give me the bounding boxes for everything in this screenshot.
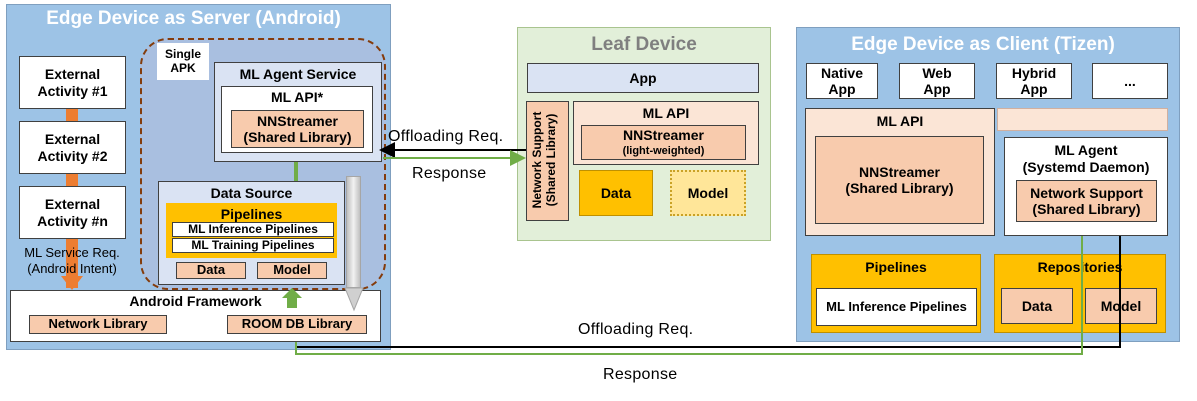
android-framework-label: Android Framework <box>129 293 262 309</box>
client-app-more[interactable]: ... <box>1092 63 1168 99</box>
client-inference-pipelines: ML Inference Pipelines <box>816 288 977 326</box>
server-title: Edge Device as Server (Android) <box>46 8 341 29</box>
external-activity-2[interactable]: External Activity #2 <box>19 121 126 174</box>
client-app-hybrid[interactable]: Hybrid App <box>996 63 1072 99</box>
offloading-bottom-line <box>295 236 1121 348</box>
offloading-bottom-label: Offloading Req. <box>578 321 694 338</box>
server-model: Model <box>257 262 327 279</box>
client-nnstreamer: NNStreamer (Shared Library) <box>815 136 984 224</box>
leaf-network-support <box>526 101 569 221</box>
server-pipelines-label: Pipelines <box>220 206 283 222</box>
ml-agent-service-label: ML Agent Service <box>239 66 357 82</box>
client-data: Data <box>1001 288 1073 324</box>
intent-label: ML Service Req. (Android Intent) <box>24 245 120 276</box>
client-pipelines-label: Pipelines <box>865 259 927 275</box>
response-bottom-label: Response <box>603 366 678 383</box>
green-up-arrow <box>282 288 302 308</box>
leaf-nnstreamer <box>581 125 746 160</box>
leaf-app[interactable]: App <box>527 63 759 93</box>
client-app-native[interactable]: Native App <box>806 63 878 99</box>
client-repositories-label: Repositories <box>1037 259 1123 275</box>
network-library: Network Library <box>29 315 167 334</box>
external-activity-n[interactable]: External Activity #n <box>19 186 126 239</box>
server-data: Data <box>176 262 246 279</box>
grey-down-arrow <box>344 287 364 312</box>
server-nnstreamer: NNStreamer (Shared Library) <box>231 110 364 148</box>
leaf-model: Model <box>670 170 746 216</box>
single-apk-label: Single APK <box>157 43 209 80</box>
client-network-support: Network Support (Shared Library) <box>1016 180 1157 222</box>
server-inference-pipelines: ML Inference Pipelines <box>172 222 334 237</box>
data-source-label: Data Source <box>210 185 293 201</box>
client-ml-agent-label: ML Agent (Systemd Daemon) <box>1022 142 1150 175</box>
orange-arrowhead <box>61 276 83 290</box>
client-app-web[interactable]: Web App <box>899 63 975 99</box>
offloading-top-label: Offloading Req. <box>388 128 504 145</box>
leaf-data: Data <box>579 170 653 216</box>
leaf-nnstreamer-sub: (light-weighted) <box>622 145 705 157</box>
leaf-nnstreamer-label: NNStreamer <box>623 127 704 143</box>
response-bottom-line <box>295 236 1083 355</box>
room-db-library: ROOM DB Library <box>227 315 367 334</box>
client-title: Edge Device as Client (Tizen) <box>851 34 1115 55</box>
client-ml-api-label: ML API <box>876 113 924 129</box>
leaf-title: Leaf Device <box>591 34 697 55</box>
server-training-pipelines: ML Training Pipelines <box>172 238 334 253</box>
external-activity-1[interactable]: External Activity #1 <box>19 56 126 109</box>
client-ml-api-band <box>997 108 1168 131</box>
response-top-label: Response <box>412 165 487 182</box>
server-ml-api-label: ML API* <box>270 89 324 105</box>
leaf-ml-api-label: ML API <box>642 105 690 121</box>
